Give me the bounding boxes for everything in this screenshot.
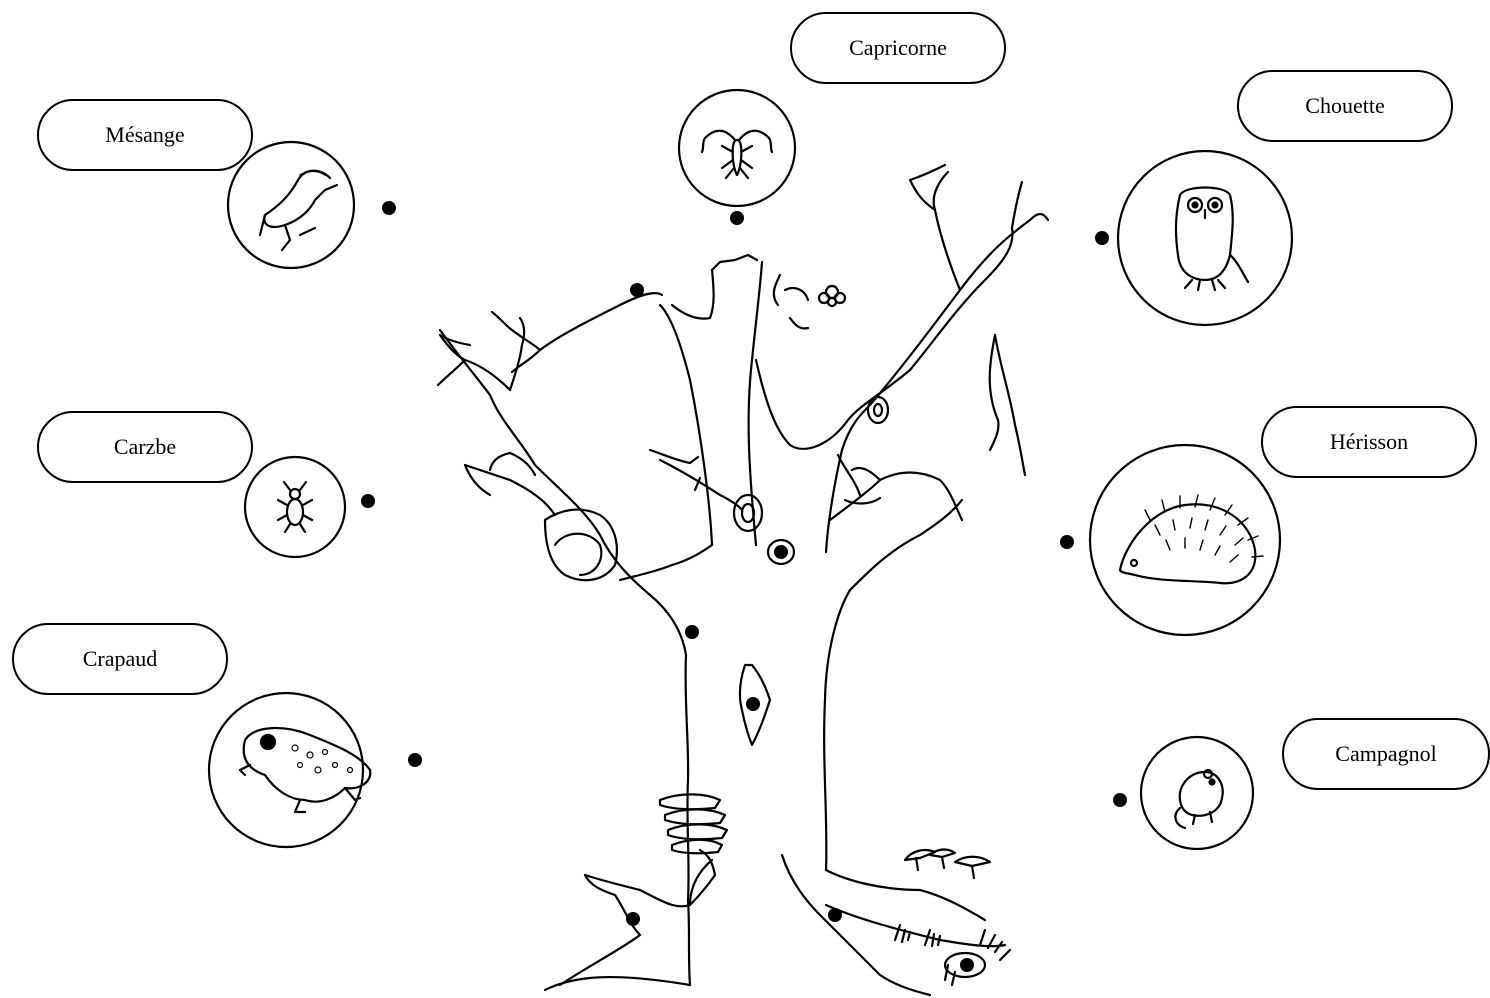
label-chouette[interactable]: Chouette <box>1237 70 1453 142</box>
target-dot-burrow <box>960 958 974 972</box>
target-dot-root-right <box>828 908 842 922</box>
capricorne-picture-circle <box>679 90 795 206</box>
connector-dot-crapaud <box>408 753 422 767</box>
carzbe-picture-circle <box>245 457 345 557</box>
connector-dot-carzbe <box>361 494 375 508</box>
connector-dot-campagnol <box>1113 793 1127 807</box>
tree <box>438 165 1048 995</box>
connector-dot-mesange <box>382 201 396 215</box>
chouette-picture-circle <box>1118 151 1292 325</box>
answer-dots <box>361 201 1127 972</box>
target-dot-hole <box>774 545 788 559</box>
label-herisson[interactable]: Hérisson <box>1261 406 1477 478</box>
connector-dot-capricorne <box>730 211 744 225</box>
label-carzbe[interactable]: Carzbe <box>37 411 253 483</box>
label-crapaud[interactable]: Crapaud <box>12 623 228 695</box>
mesange-picture-circle <box>228 142 354 268</box>
connector-dot-herisson <box>1060 535 1074 549</box>
label-campagnol[interactable]: Campagnol <box>1282 718 1490 790</box>
label-capricorne[interactable]: Capricorne <box>790 12 1006 84</box>
herisson-picture-circle <box>1090 445 1280 635</box>
label-mesange[interactable]: Mésange <box>37 99 253 171</box>
target-dot-trunk-left <box>685 625 699 639</box>
campagnol-picture-circle <box>1141 737 1253 849</box>
connector-dot-chouette <box>1095 231 1109 245</box>
target-dot-root-left <box>626 912 640 926</box>
target-dot-branch-top <box>630 283 644 297</box>
crapaud-picture-circle <box>209 693 370 847</box>
target-dot-bark <box>746 697 760 711</box>
